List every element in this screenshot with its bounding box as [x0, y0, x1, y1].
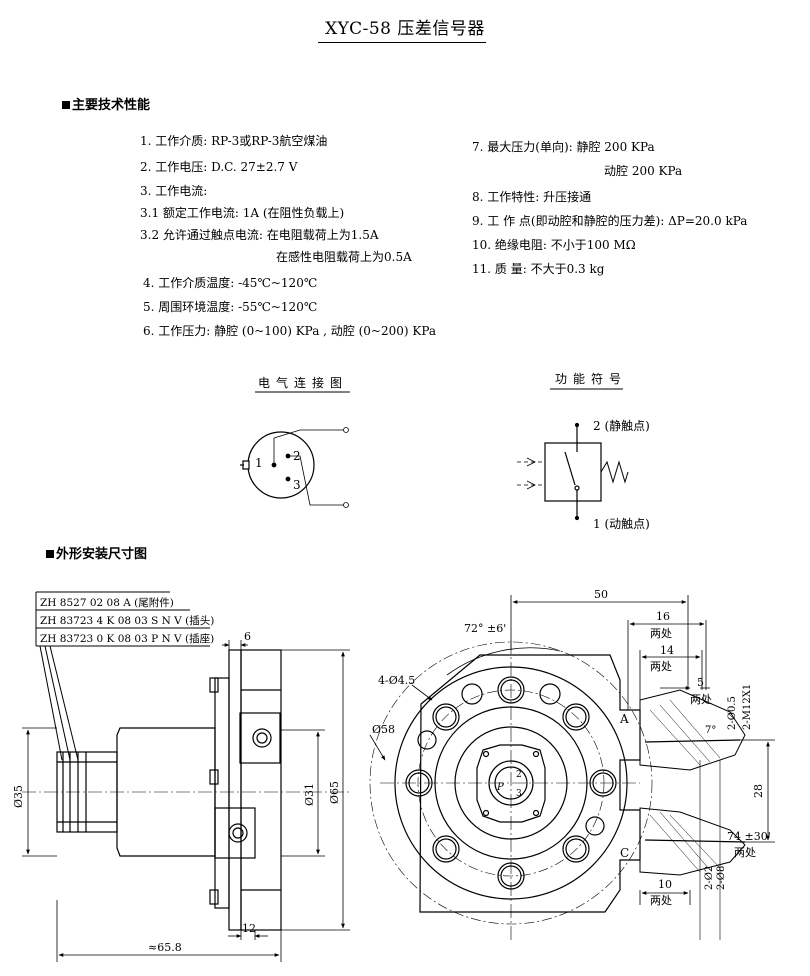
- dim-label: Ø65: [328, 781, 341, 804]
- spec-line: 8. 工作特性: 升压接通: [472, 190, 592, 204]
- spec-line: 11. 质 量: 不大于0.3 kg: [472, 262, 605, 276]
- switch-box: [544, 442, 602, 502]
- dims-section-label: 外形安装尺寸图: [56, 547, 148, 562]
- pin-label: 2: [516, 770, 522, 780]
- dim-label: 2-Ø8: [716, 866, 727, 890]
- dim-label: 72° ±6': [464, 622, 506, 635]
- specs-section-heading: 主要技术性能: [62, 94, 150, 113]
- dim-label: 16: [656, 610, 670, 623]
- spec-line: 2. 工作电压: D.C. 27±2.7 V: [140, 160, 298, 174]
- title-underline: [318, 42, 486, 43]
- dim-label: 两处: [690, 693, 712, 706]
- front-view: [369, 640, 746, 940]
- pin-label: 3: [516, 789, 522, 799]
- dim-label: Ø35: [12, 785, 25, 808]
- static-contact-label: 2 (静触点): [593, 419, 650, 433]
- port-label-a: A: [619, 712, 629, 726]
- dim-label: 两处: [650, 660, 672, 673]
- function-symbol: [517, 422, 629, 521]
- dim-label: 7°: [705, 725, 716, 736]
- dim-label: ≈65.8: [148, 941, 182, 954]
- spec-line: 7. 最大压力(单向): 静腔 200 KPa: [472, 140, 655, 154]
- wiring-diagram: [240, 427, 349, 508]
- parts-row: ZH 83723 4 K 08 03 S N V (插头): [40, 614, 214, 627]
- port-label-c: C: [620, 846, 629, 860]
- parts-row: ZH 83723 0 K 08 03 P N V (插座): [40, 632, 214, 645]
- dim-label: 14: [660, 644, 674, 657]
- spec-line: 3.1 额定工作电流: 1A (在阻性负载上): [140, 206, 345, 220]
- pin-label: 2: [293, 449, 301, 463]
- dim-label: Ø58: [372, 723, 395, 736]
- spec-line: 5. 周围环境温度: -55℃~120℃: [143, 300, 318, 314]
- dim-label: 50: [594, 588, 608, 601]
- spec-line: 3.2 允许通过触点电流: 在电阻载荷上为1.5A: [140, 228, 379, 242]
- moving-contact-label: 1 (动触点): [593, 517, 650, 531]
- pin-label: 3: [293, 478, 301, 492]
- dim-label: 两处: [650, 894, 672, 907]
- dim-label: 4-Ø4.5: [378, 674, 415, 687]
- spec-line: 10. 绝缘电阻: 不小于100 MΩ: [472, 238, 636, 252]
- dim-label: 两处: [734, 846, 756, 859]
- function-caption: 功能符号: [555, 372, 628, 386]
- square-bullet-icon: [62, 101, 70, 109]
- side-view-dimensions: [22, 640, 350, 962]
- dims-section-heading: 外形安装尺寸图: [46, 543, 147, 562]
- side-view: [22, 649, 350, 931]
- dim-label: 5: [697, 676, 704, 689]
- parts-row: ZH 8527 02 08 A (尾附件): [40, 596, 174, 609]
- parts-table: [35, 591, 210, 761]
- square-bullet-icon: [46, 550, 54, 558]
- spec-line: 动腔 200 KPa: [604, 164, 683, 178]
- dim-label: 2-Ø0.5: [727, 696, 738, 730]
- dim-label: 两处: [650, 627, 672, 640]
- dim-label: 2-M12X1: [742, 684, 753, 730]
- front-view-dimensions: [369, 595, 775, 940]
- pin-label: P: [496, 782, 504, 793]
- page-title: XYC-58 压差信号器: [325, 19, 485, 39]
- spec-line: 1. 工作介质: RP-3或RP-3航空煤油: [140, 134, 328, 148]
- spec-line: 4. 工作介质温度: -45℃~120℃: [143, 276, 318, 290]
- wiring-caption: 电气连接图: [258, 376, 349, 390]
- dim-label: 28: [752, 784, 765, 798]
- dim-label: Ø31: [303, 783, 316, 806]
- dim-label: 2-Ø2: [704, 866, 715, 890]
- dim-label: 74 ±30': [727, 830, 771, 843]
- dim-label: 10: [658, 878, 672, 891]
- dim-label: 12: [242, 922, 256, 935]
- spec-line: 在感性电阻载荷上为0.5A: [276, 250, 412, 264]
- pin-label: 1: [255, 456, 263, 470]
- spec-line: 3. 工作电流:: [140, 184, 208, 198]
- spec-line: 6. 工作压力: 静腔 (0~100) KPa , 动腔 (0~200) KPa: [143, 324, 437, 338]
- spec-line: 9. 工 作 点(即动腔和静腔的压力差): ΔP=20.0 kPa: [472, 214, 748, 228]
- specs-section-label: 主要技术性能: [72, 98, 151, 113]
- dim-label: 6: [244, 630, 251, 643]
